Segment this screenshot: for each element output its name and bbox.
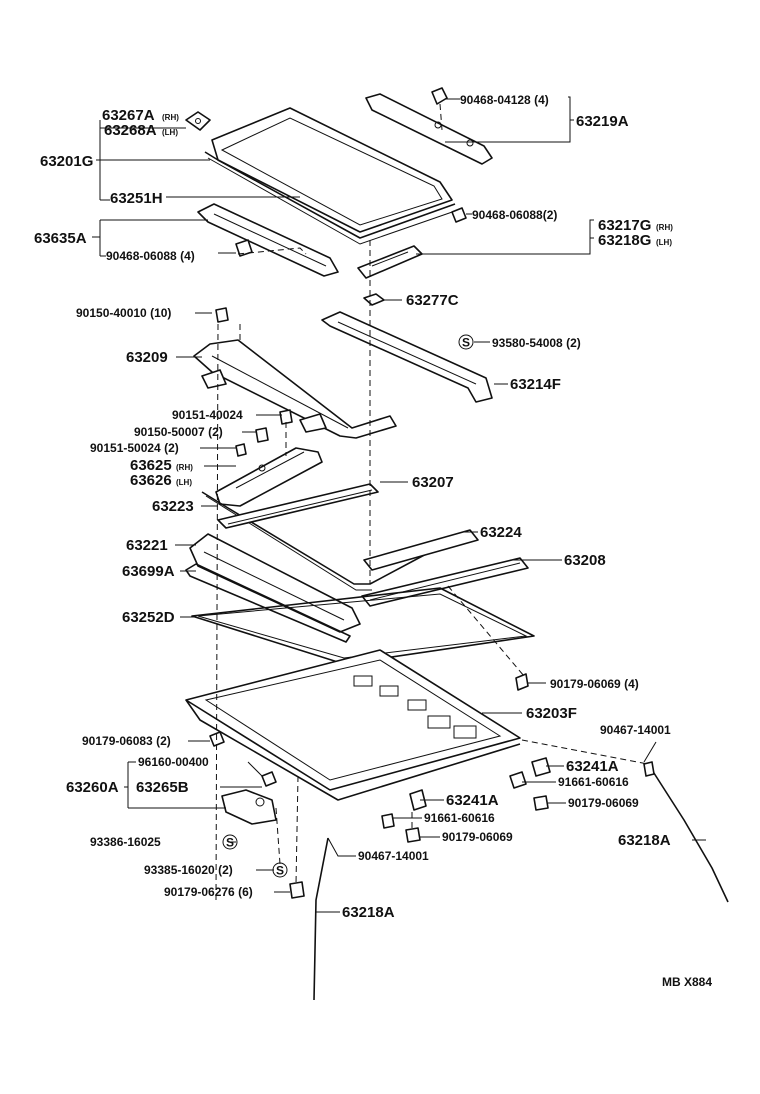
part-label-90151-40024: 90151-40024	[172, 408, 243, 422]
glass-clip-part	[185, 111, 211, 131]
motor-bracket	[221, 789, 277, 825]
drain-hose-front	[313, 837, 329, 1001]
part-label-90179-06069-rear: 90179-06069	[568, 796, 639, 810]
part-label-63265b: 63265B	[136, 779, 189, 796]
part-label-91661-60616-center: 91661-60616	[424, 811, 495, 825]
s-symbol-93580: S	[458, 334, 474, 350]
part-label-63268a: 63268A	[104, 122, 157, 139]
part-label-63635a: 63635A	[34, 230, 87, 247]
part-label-91661-60616-rear: 91661-60616	[558, 775, 629, 789]
part-label-63223: 63223	[152, 498, 194, 515]
part-label-96160-00400: 96160-00400	[138, 755, 209, 769]
part-label-93580-54008: 93580-54008 (2)	[492, 336, 581, 350]
part-label-93386-16025: 93386-16025	[90, 835, 161, 849]
rear-seal-strip	[185, 533, 361, 643]
part-label-63241a-center: 63241A	[446, 792, 499, 809]
part-label-90468-04128: 90468-04128 (4)	[460, 93, 549, 107]
leader-lines	[92, 96, 706, 913]
part-label-63219a: 63219A	[576, 113, 629, 130]
drain-hose-rear	[651, 769, 729, 903]
part-label-63268a-suffix: (LH)	[162, 128, 178, 137]
s-symbol-93385: S	[272, 862, 288, 878]
part-label-63217g: 63217G	[598, 217, 651, 234]
drive-frame-assembly	[193, 339, 397, 439]
part-labels: 63267A (RH) 63268A (LH) 63201G 63251H 63…	[34, 93, 712, 989]
part-label-90467-14001-rear: 90467-14001	[600, 723, 671, 737]
s-symbol-glyph: S	[276, 864, 284, 878]
alignment-guides	[215, 103, 649, 901]
s-symbol-glyph: S	[462, 336, 470, 350]
part-label-63218a-center: 63218A	[342, 904, 395, 921]
part-label-63218g: 63218G	[598, 232, 651, 249]
part-label-93385-16020: 93385-16020 (2)	[144, 863, 233, 877]
wind-deflector-frame	[321, 311, 493, 403]
side-bracket-top	[365, 87, 493, 165]
part-label-63699a: 63699A	[122, 563, 175, 580]
part-label-90179-06069-center: 90179-06069	[442, 830, 513, 844]
part-label-90468-06088-4: 90468-06088 (4)	[106, 249, 195, 263]
part-label-63203f: 63203F	[526, 705, 577, 722]
part-label-63201g: 63201G	[40, 153, 93, 170]
part-label-90150-40010: 90150-40010 (10)	[76, 306, 171, 320]
part-label-90179-06069-4: 90179-06069 (4)	[550, 677, 639, 691]
part-label-63209: 63209	[126, 349, 168, 366]
part-label-63626-suffix: (LH)	[176, 478, 192, 487]
part-label-90468-06088-2: 90468-06088(2)	[472, 208, 557, 222]
part-label-63221: 63221	[126, 537, 168, 554]
part-label-90150-50007: 90150-50007 (2)	[134, 425, 223, 439]
part-label-63267a-suffix: (RH)	[162, 113, 179, 122]
part-label-63241a-rear: 63241A	[566, 758, 619, 775]
sunroof-glass-panel	[204, 107, 459, 245]
diagram-code: MB X884	[662, 975, 712, 989]
part-label-63208: 63208	[564, 552, 606, 569]
guide-rail-right	[361, 529, 529, 607]
part-label-63224: 63224	[480, 524, 522, 541]
side-bracket-lower	[357, 207, 467, 279]
s-symbol-glyph: S	[226, 836, 234, 850]
part-label-90467-14001-center: 90467-14001	[358, 849, 429, 863]
part-label-90179-06083: 90179-06083 (2)	[82, 734, 171, 748]
part-label-63214f: 63214F	[510, 376, 561, 393]
link-arm-assembly	[215, 447, 323, 507]
part-label-63217g-suffix: (RH)	[656, 223, 673, 232]
glass-side-rail	[197, 203, 339, 277]
part-label-63625-suffix: (RH)	[176, 463, 193, 472]
part-label-63251h: 63251H	[110, 190, 163, 207]
part-label-63267a: 63267A	[102, 107, 155, 124]
part-label-63625: 63625	[130, 457, 172, 474]
sunroof-housing-frame	[185, 649, 521, 801]
part-label-63218a-rear: 63218A	[618, 832, 671, 849]
part-label-63218g-suffix: (LH)	[656, 238, 672, 247]
weatherstrip-seal	[191, 587, 535, 665]
s-symbol-93386: S	[222, 834, 238, 850]
drive-cable	[201, 491, 431, 591]
part-label-63277c: 63277C	[406, 292, 459, 309]
part-label-90179-06276: 90179-06276 (6)	[164, 885, 253, 899]
part-label-63626: 63626	[130, 472, 172, 489]
guide-rail-left	[217, 483, 379, 529]
clip-grommets	[209, 307, 655, 899]
part-label-63252d: 63252D	[122, 609, 175, 626]
part-label-63207: 63207	[412, 474, 454, 491]
slide-plate-part	[363, 293, 385, 306]
part-label-63260a: 63260A	[66, 779, 119, 796]
part-label-90151-50024: 90151-50024 (2)	[90, 441, 179, 455]
